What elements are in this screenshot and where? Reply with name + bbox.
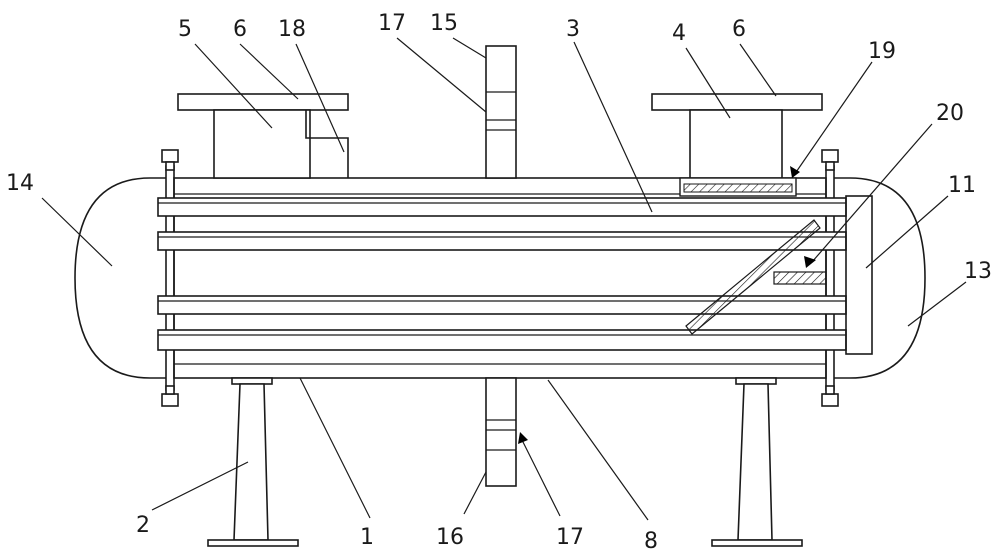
left-flange — [161, 149, 179, 407]
inlet-nozzle — [177, 93, 349, 179]
right-end-cap — [828, 177, 926, 379]
tube-bundle — [157, 197, 847, 351]
label-6-right: 6 — [732, 17, 746, 42]
label-17-top: 17 — [378, 11, 406, 36]
label-8: 8 — [644, 529, 658, 554]
diagonal-baffle — [685, 219, 821, 335]
left-support-leg — [207, 377, 299, 547]
label-18: 18 — [278, 17, 306, 42]
top-vertical-pipe — [485, 45, 517, 179]
label-15: 15 — [430, 11, 458, 36]
leader-lines — [41, 37, 967, 521]
tube-sheet-chamber — [845, 195, 873, 355]
outlet-nozzle — [651, 93, 823, 179]
right-flange — [821, 149, 839, 407]
label-5: 5 — [178, 17, 192, 42]
bottom-vertical-pipe — [485, 377, 517, 487]
label-3: 3 — [566, 17, 580, 42]
label-2: 2 — [136, 513, 150, 538]
baffle-middle — [773, 271, 827, 285]
label-1: 1 — [360, 525, 374, 550]
label-4: 4 — [672, 21, 686, 46]
label-6-left: 6 — [233, 17, 247, 42]
right-support-leg — [711, 377, 803, 547]
label-20: 20 — [936, 101, 964, 126]
label-19: 19 — [868, 39, 896, 64]
label-13: 13 — [964, 259, 992, 284]
left-end-cap — [74, 177, 172, 379]
label-17-bottom: 17 — [556, 525, 584, 550]
label-16: 16 — [436, 525, 464, 550]
label-14: 14 — [6, 171, 34, 196]
label-11: 11 — [948, 173, 976, 198]
